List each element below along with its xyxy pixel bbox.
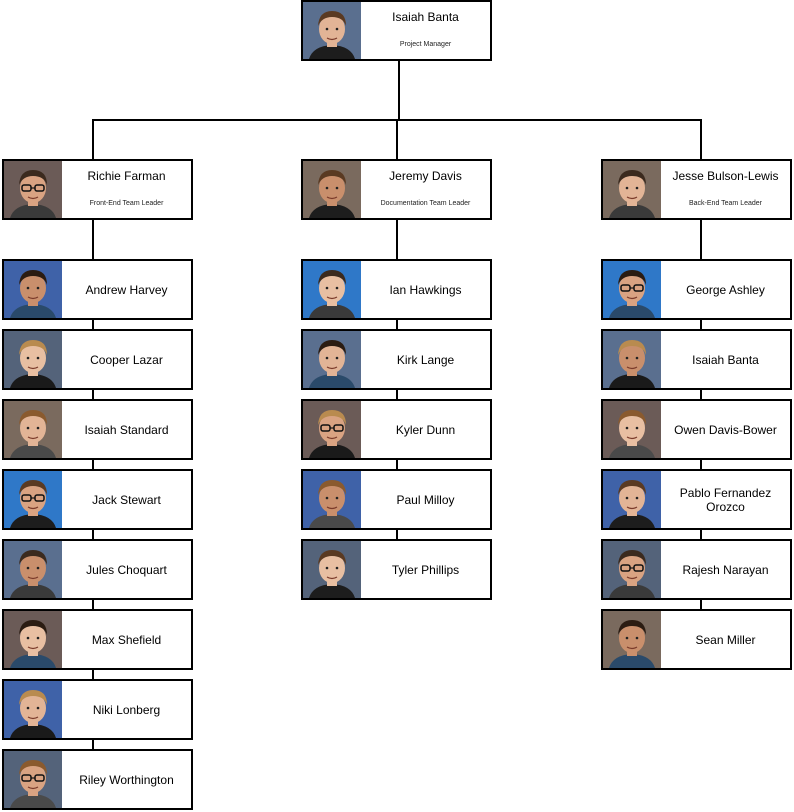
- team-member-card: Isaiah Standard: [2, 399, 193, 460]
- person-name: Kirk Lange: [396, 352, 455, 367]
- lead-connector: [396, 120, 398, 159]
- headshot-photo: [303, 541, 361, 598]
- team-member-card: Sean Miller: [601, 609, 792, 670]
- team-member-card: Isaiah Banta: [601, 329, 792, 390]
- person-name: Tyler Phillips: [391, 562, 460, 577]
- person-name: Richie Farman: [87, 169, 166, 183]
- person-role: Documentation Team Leader: [380, 200, 471, 207]
- person-name: Isaiah Banta: [692, 352, 759, 367]
- person-name: Andrew Harvey: [85, 282, 168, 297]
- lead-connector: [92, 120, 94, 159]
- headshot-photo: [303, 261, 361, 318]
- person-name: Max Shefield: [91, 632, 162, 647]
- headshot-photo: [303, 471, 361, 528]
- headshot-photo: [603, 611, 661, 668]
- team-member-card: Rajesh Narayan: [601, 539, 792, 600]
- headshot-photo: [603, 331, 661, 388]
- headshot-photo: [4, 161, 62, 218]
- headshot-photo: [603, 541, 661, 598]
- team-member-card: Andrew Harvey: [2, 259, 193, 320]
- person-name: Niki Lonberg: [92, 702, 161, 717]
- person-role: Project Manager: [399, 41, 452, 48]
- person-name: Kyler Dunn: [395, 422, 456, 437]
- person-name: Paul Milloy: [396, 492, 455, 507]
- team-member-card: Tyler Phillips: [301, 539, 492, 600]
- person-name: Cooper Lazar: [90, 352, 163, 367]
- headshot-photo: [303, 2, 361, 59]
- headshot-photo: [4, 681, 62, 738]
- person-name: Ian Hawkings: [389, 282, 462, 297]
- team-member-card: Jules Choquart: [2, 539, 193, 600]
- person-role: Front-End Team Leader: [89, 200, 164, 207]
- person-name: Isaiah Standard: [84, 422, 169, 437]
- team-member-card: Owen Davis-Bower: [601, 399, 792, 460]
- headshot-photo: [4, 611, 62, 668]
- headshot-photo: [303, 401, 361, 458]
- person-name: Riley Worthington: [79, 772, 174, 787]
- headshot-photo: [4, 471, 62, 528]
- team-member-card: Paul Milloy: [301, 469, 492, 530]
- team-member-card: Pablo Fernandez Orozco: [601, 469, 792, 530]
- headshot-photo: [603, 471, 661, 528]
- team-member-card: Kirk Lange: [301, 329, 492, 390]
- team-member-card: Riley Worthington: [2, 749, 193, 810]
- person-name: Sean Miller: [695, 632, 756, 647]
- person-name: Isaiah Banta: [392, 10, 459, 24]
- person-name: Rajesh Narayan: [682, 562, 769, 577]
- team-member-card: Cooper Lazar: [2, 329, 193, 390]
- person-name: Owen Davis-Bower: [674, 422, 777, 437]
- team-member-card: Max Shefield: [2, 609, 193, 670]
- manager-connector: [397, 60, 400, 120]
- headshot-photo: [4, 751, 62, 808]
- headshot-photo: [603, 261, 661, 318]
- headshot-photo: [4, 331, 62, 388]
- lead-connector: [700, 120, 702, 159]
- team-member-card: Jack Stewart: [2, 469, 193, 530]
- headshot-photo: [303, 161, 361, 218]
- headshot-photo: [603, 401, 661, 458]
- team-member-card: Niki Lonberg: [2, 679, 193, 740]
- headshot-photo: [4, 261, 62, 318]
- person-name: Jules Choquart: [86, 562, 167, 577]
- person-role: Back-End Team Leader: [688, 200, 763, 207]
- person-name: Jeremy Davis: [389, 169, 462, 183]
- team-member-card: George Ashley: [601, 259, 792, 320]
- headshot-photo: [603, 161, 661, 218]
- headshot-photo: [4, 401, 62, 458]
- headshot-photo: [303, 331, 361, 388]
- team-member-card: Ian Hawkings: [301, 259, 492, 320]
- person-name: George Ashley: [686, 282, 765, 297]
- person-name: Jesse Bulson-Lewis: [672, 169, 779, 183]
- headshot-photo: [4, 541, 62, 598]
- person-name: Pablo Fernandez Orozco: [679, 485, 772, 514]
- team-member-card: Kyler Dunn: [301, 399, 492, 460]
- person-name: Jack Stewart: [92, 492, 161, 507]
